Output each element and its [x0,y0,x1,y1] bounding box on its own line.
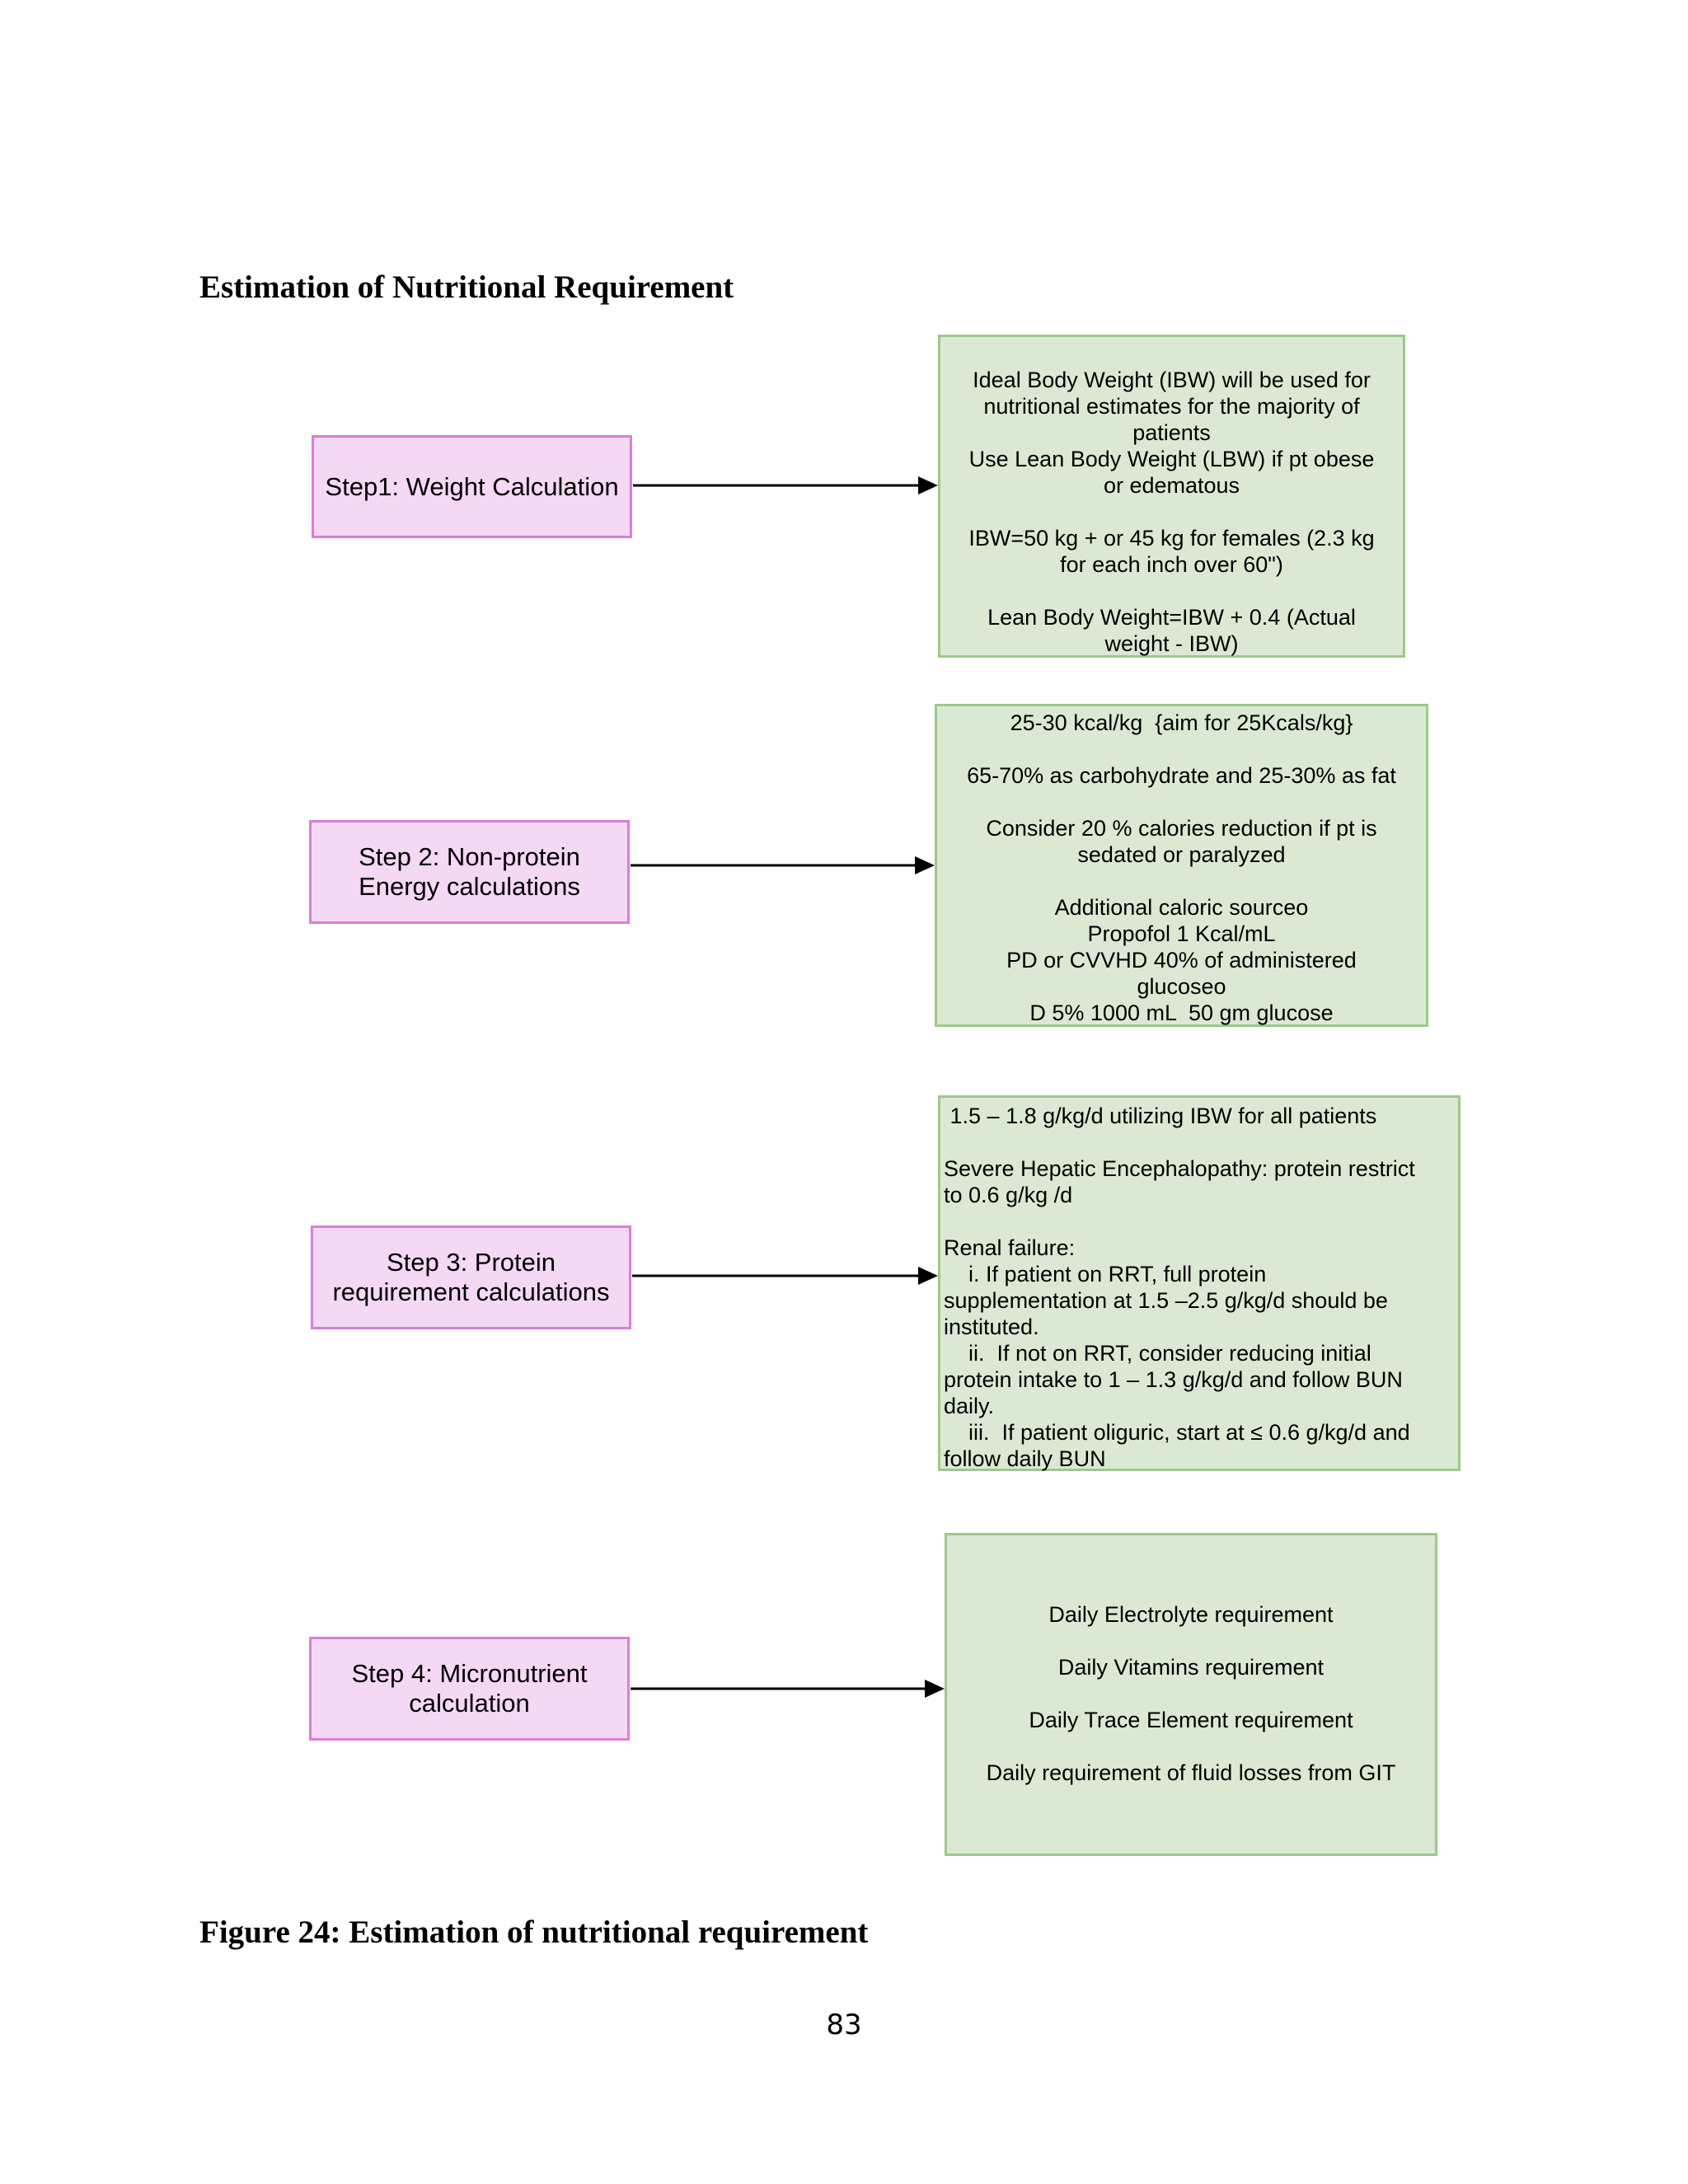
step-2-detail-line [937,736,1426,762]
step-4-detail-line [947,1680,1435,1707]
step-3-detail-line: instituted. [944,1315,1039,1339]
step-4-label: Step 4: Micronutrient calculation [351,1659,588,1718]
step-2-detail-line: D 5% 1000 mL 50 gm glucose [1029,1001,1334,1025]
step-1-detail-line: IBW=50 kg + or 45 kg for females (2.3 kg [968,526,1375,551]
step-1-detail-line: Use Lean Body Weight (LBW) if pt obese [968,447,1375,471]
step-3-detail-line: supplementation at 1.5 –2.5 g/kg/d shoul… [944,1288,1388,1313]
arrow-step-1 [633,476,938,494]
step-2-label: Step 2: Non-protein Energy calculations [359,842,580,901]
step-2-details: 25-30 kcal/kg {aim for 25Kcals/kg} 65-70… [935,704,1428,1027]
step-1-detail-line: or edematous [1103,473,1240,498]
arrow-step-4 [631,1680,945,1698]
step-2-detail-line: Additional caloric sourceo [1054,895,1309,920]
step-4-details: Daily Electrolyte requirement Daily Vita… [945,1533,1437,1856]
step-3-detail-line: follow daily BUN [944,1446,1106,1471]
step-2-detail-line: 65-70% as carbohydrate and 25-30% as fat [967,763,1396,788]
step-1-detail-line [940,499,1403,525]
step-4-detail-line: Daily Electrolyte requirement [1048,1602,1334,1627]
step-2-box: Step 2: Non-protein Energy calculations [309,820,630,924]
step-3-detail-line: Severe Hepatic Encephalopathy: protein r… [944,1156,1415,1181]
step-3-detail-line: i. If patient on RRT, full protein [944,1262,1267,1286]
step-4-detail-line: Daily Vitamins requirement [1057,1655,1325,1680]
step-3-detail-line: Renal failure: [944,1235,1076,1260]
step-1-detail-line [940,578,1403,604]
page-number: 83 [826,2008,862,2041]
step-3-label: Step 3: Protein requirement calculations [332,1248,610,1306]
step-3-detail-line: to 0.6 g/kg /d [944,1183,1073,1207]
step-2-detail-line [937,868,1426,894]
step-3-detail-line: 1.5 – 1.8 g/kg/d utilizing IBW for all p… [944,1104,1377,1128]
step-4-detail-line [947,1628,1435,1654]
arrow-step-2 [631,856,935,874]
step-3-box: Step 3: Protein requirement calculations [311,1226,631,1329]
step-1-details: Ideal Body Weight (IBW) will be used for… [938,335,1405,658]
step-2-detail-line: Propofol 1 Kcal/mL [1087,921,1276,946]
step-3-detail-line: daily. [944,1394,995,1418]
step-3-detail-line [944,1208,1456,1235]
arrow-step-3 [632,1267,938,1285]
step-4-detail-line [947,1733,1435,1760]
step-2-detail-line: glucoseo [1137,974,1226,999]
step-4-box: Step 4: Micronutrient calculation [309,1637,630,1741]
page-heading: Estimation of Nutritional Requirement [199,269,734,305]
step-1-box: Step1: Weight Calculation [312,435,632,538]
step-1-detail-line: Lean Body Weight=IBW + 0.4 (Actual [987,605,1356,630]
step-4-detail-line: Daily requirement of fluid losses from G… [986,1760,1396,1785]
step-1-detail-line: for each inch over 60") [1060,552,1283,577]
step-1-detail-line: patients [1132,420,1211,445]
step-3-detail-line [944,1129,1456,1155]
step-2-detail-line: Consider 20 % calories reduction if pt i… [986,816,1377,841]
step-4-detail-line: Daily Trace Element requirement [1029,1708,1353,1732]
step-3-details: 1.5 – 1.8 g/kg/d utilizing IBW for all p… [938,1095,1461,1471]
step-3-detail-line: protein intake to 1 – 1.3 g/kg/d and fol… [944,1367,1403,1392]
step-3-detail-line: ii. If not on RRT, consider reducing ini… [944,1341,1372,1366]
step-1-detail-line: Ideal Body Weight (IBW) will be used for [973,368,1371,392]
step-2-detail-line: sedated or paralyzed [1077,842,1286,867]
step-1-detail-line: weight - IBW) [1104,631,1239,656]
step-1-detail-line: nutritional estimates for the majority o… [983,394,1360,419]
step-2-detail-line: PD or CVVHD 40% of administered [1006,948,1357,972]
step-1-label: Step1: Weight Calculation [325,471,619,501]
step-2-detail-line: 25-30 kcal/kg {aim for 25Kcals/kg} [1010,710,1353,735]
figure-caption: Figure 24: Estimation of nutritional req… [199,1915,869,1950]
step-3-detail-line: iii. If patient oliguric, start at ≤ 0.6… [944,1420,1410,1445]
step-2-detail-line [937,789,1426,815]
